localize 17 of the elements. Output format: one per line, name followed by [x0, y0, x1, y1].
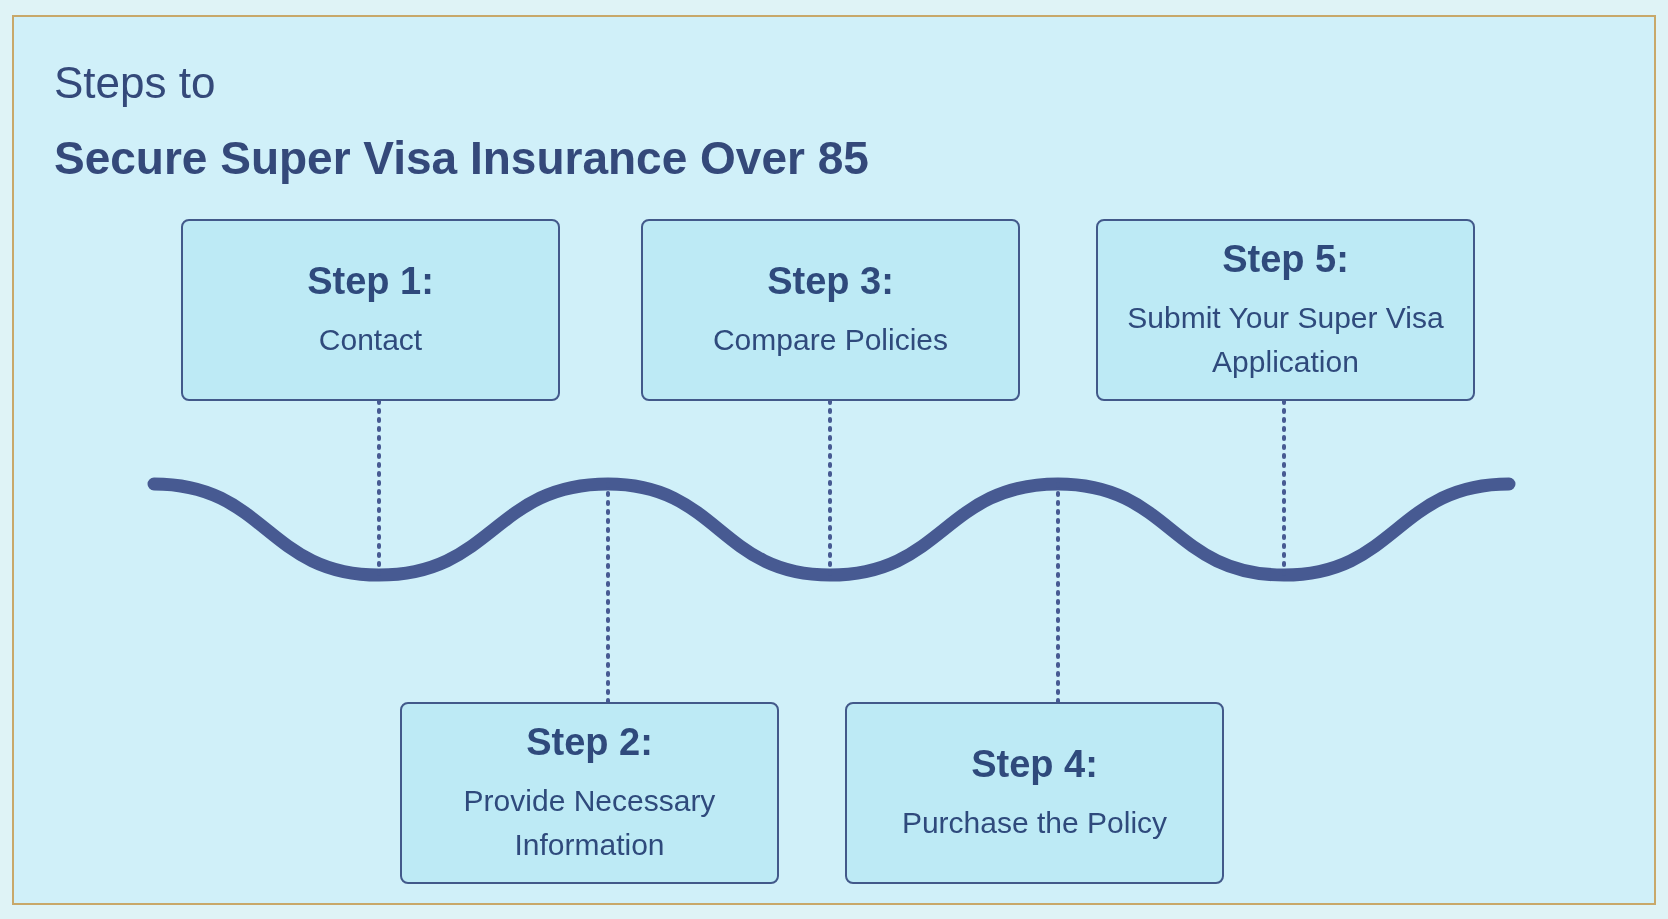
step-heading: Step 3:: [767, 259, 894, 305]
step-text: Submit Your Super Visa Application: [1126, 299, 1445, 380]
step-heading: Step 5:: [1222, 237, 1349, 283]
step-box: [845, 702, 1224, 884]
step-text: Provide Necessary Information: [462, 782, 717, 863]
step-text: Purchase the Policy: [901, 804, 1168, 841]
step-box: [400, 702, 779, 884]
title: Secure Super Visa Insurance Over 85: [54, 131, 869, 186]
step-box: [181, 219, 560, 401]
step-box: [1096, 219, 1475, 401]
step-heading: Step 4:: [971, 742, 1098, 788]
step-box: [641, 219, 1020, 401]
step-heading: Step 1:: [307, 259, 434, 305]
step-heading: Step 2:: [526, 720, 653, 766]
subtitle: Steps to: [54, 57, 216, 109]
step-text: Contact: [318, 321, 423, 358]
step-text: Compare Policies: [712, 321, 949, 358]
